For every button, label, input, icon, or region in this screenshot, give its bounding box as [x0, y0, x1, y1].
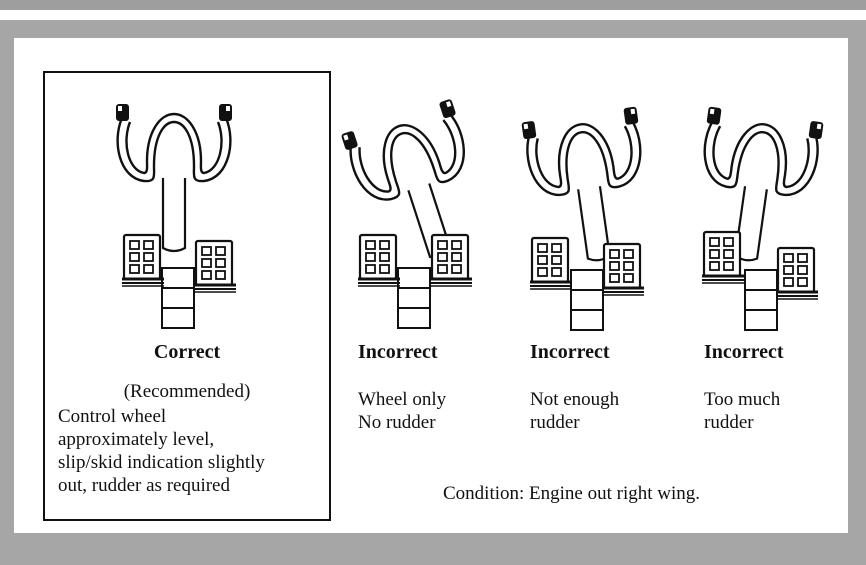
col4-description-line: rudder: [704, 412, 754, 433]
rudder-pedals-icon: [700, 230, 820, 331]
col1-description-line: approximately level,: [58, 429, 215, 450]
col1-description-line: slip/skid indication slightly: [58, 452, 265, 473]
col1-description-line: Control wheel: [58, 406, 167, 427]
col2-heading: Incorrect: [358, 341, 438, 363]
col4-heading: Incorrect: [704, 341, 784, 363]
top-rule: [0, 0, 866, 10]
col3-heading: Incorrect: [530, 341, 610, 363]
col1-subtitle: (Recommended): [123, 381, 251, 402]
col2-description-line: No rudder: [358, 412, 436, 433]
col1-description-line: out, rudder as required: [58, 475, 230, 496]
col3-description-line: Not enough: [530, 389, 620, 410]
condition-note: Condition: Engine out right wing.: [443, 483, 701, 504]
correct-highlight-box: [43, 71, 331, 521]
figure-frame: Correct (Recommended) Control wheel appr…: [0, 20, 866, 565]
col4-description-line: Too much: [704, 389, 781, 410]
control-wheel-icon: [114, 102, 234, 253]
figure-panel: Correct (Recommended) Control wheel appr…: [14, 38, 848, 533]
rudder-pedals-icon: [356, 233, 474, 329]
col3-description-line: rudder: [530, 412, 580, 433]
col1-heading: Correct: [153, 341, 221, 363]
col2-description-line: Wheel only: [358, 389, 447, 410]
